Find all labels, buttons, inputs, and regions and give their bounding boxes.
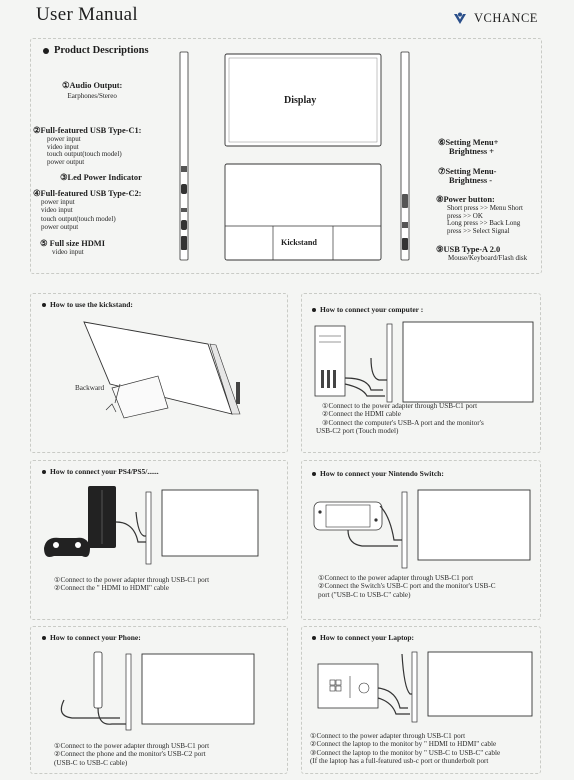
desc-title: ⑧Power button:	[436, 195, 495, 204]
desc-line: touch output(touch model)	[41, 215, 116, 224]
phone-step: ①Connect to the power adapter through US…	[54, 742, 210, 750]
laptop-panel	[301, 626, 541, 774]
computer-step: ②Connect the HDMI cable	[322, 410, 401, 419]
desc-title: ⑦Setting Menu-	[438, 167, 497, 176]
desc-line: video input	[47, 142, 79, 151]
computer-step: ①Connect to the power adapter through US…	[322, 402, 478, 410]
desc-line: Short press >> Menu Short	[447, 203, 523, 212]
desc-title: ⑨USB Type-A 2.0	[436, 245, 501, 254]
laptop-illustration	[317, 651, 533, 723]
desc-line: video input	[41, 205, 73, 214]
ps-illustration	[44, 486, 259, 565]
desc-line: power input	[41, 197, 75, 206]
switch-illustration	[313, 489, 531, 569]
desc-title: ⑥Setting Menu+	[438, 138, 499, 147]
switch-panel	[301, 460, 541, 620]
computer-panel	[301, 293, 541, 453]
switch-step: port ("USB-C to USB-C" cable)	[318, 590, 411, 599]
desc-line: power input	[47, 134, 81, 143]
computer-illustration	[314, 321, 534, 403]
ps-steps: ①Connect to the power adapter through US…	[54, 576, 209, 593]
kickstand-panel	[30, 293, 288, 453]
laptop-title: How to connect your Laptop:	[320, 633, 415, 642]
product-descriptions-heading: Product Descriptions	[43, 45, 149, 56]
desc-line: Long press >> Back Long	[447, 219, 521, 228]
kickstand-backward-label: Backward	[75, 384, 105, 392]
computer-title: How to connect your computer :	[320, 305, 424, 314]
kickstand-title: How to use the kickstand:	[50, 300, 133, 309]
desc-usb-a: ⑨USB Type-A 2.0 Mouse/Keyboard/Flash dis…	[436, 245, 528, 263]
desc-line: power output	[41, 223, 79, 232]
desc-menu-minus: ⑦Setting Menu- Brightness -	[438, 167, 497, 186]
desc-line: Mouse/Keyboard/Flash disk	[448, 253, 528, 262]
ps-panel	[30, 460, 288, 620]
display-label: Display	[284, 95, 317, 106]
product-descriptions-panel	[30, 38, 542, 274]
desc-power-button: ⑧Power button: Short press >> Menu Short…	[436, 195, 523, 236]
desc-line: press >> Select Signal	[447, 227, 510, 236]
switch-steps: ①Connect to the power adapter through US…	[318, 574, 496, 599]
ps-step: ①Connect to the power adapter through US…	[54, 576, 210, 584]
switch-title: How to connect your Nintendo Switch:	[320, 469, 444, 478]
phone-heading: How to connect your Phone:	[42, 633, 141, 642]
computer-heading: How to connect your computer :	[312, 305, 423, 314]
phone-steps: ①Connect to the power adapter through US…	[54, 742, 209, 767]
kickstand-illustration	[83, 321, 241, 419]
switch-heading: How to connect your Nintendo Switch:	[312, 469, 444, 478]
kickstand-label: Kickstand	[281, 238, 317, 247]
brand: VCHANCE	[452, 10, 538, 26]
brand-name: VCHANCE	[474, 10, 538, 25]
desc-menu-plus: ⑥Setting Menu+ Brightness +	[438, 138, 499, 157]
phone-step: ②Connect the phone and the monitor's USB…	[54, 750, 206, 759]
computer-step: ③Connect the computer's USB-A port and t…	[322, 418, 484, 427]
phone-title: How to connect your Phone:	[50, 633, 141, 642]
bullet-icon	[42, 302, 46, 307]
desc-title-2: Brightness +	[449, 146, 495, 156]
desc-title: ④Full-featured USB Type-C2:	[33, 189, 142, 198]
desc-title: ⑤ Full size HDMI	[40, 239, 105, 248]
laptop-steps: ①Connect to the power adapter through US…	[310, 732, 500, 766]
desc-title-2: Brightness -	[449, 175, 493, 185]
switch-step: ②Connect the Switch's USB-C port and the…	[318, 582, 496, 591]
switch-step: ①Connect to the power adapter through US…	[318, 574, 474, 582]
bullet-icon	[43, 47, 49, 54]
bullet-icon	[312, 471, 316, 476]
laptop-step: (If the laptop has a full-featured usb-c…	[310, 757, 489, 766]
computer-step: USB-C2 port (Touch model)	[316, 427, 399, 436]
kickstand-heading: How to use the kickstand:	[42, 300, 133, 309]
desc-hdmi: ⑤ Full size HDMI video input	[40, 239, 105, 257]
desc-usb-c2: ④Full-featured USB Type-C2: power input …	[33, 189, 142, 232]
desc-line: power output	[47, 158, 85, 167]
desc-title: ①Audio Output:	[62, 81, 123, 90]
desc-line: touch output(touch model)	[47, 150, 122, 159]
product-diagram	[179, 51, 410, 261]
desc-line: Earphones/Stereo	[67, 91, 117, 100]
ps-step: ②Connect the " HDMI to HDMI" cable	[54, 584, 169, 593]
desc-audio-output: ①Audio Output: Earphones/Stereo	[62, 81, 123, 101]
computer-steps: ①Connect to the power adapter through US…	[316, 402, 484, 436]
product-descriptions-title: Product Descriptions	[54, 45, 149, 56]
phone-step: (USB-C to USB-C cable)	[54, 758, 128, 767]
vchance-logo-icon	[454, 12, 466, 24]
laptop-step: ①Connect to the power adapter through US…	[310, 732, 466, 740]
bullet-icon	[312, 307, 316, 312]
desc-title: ②Full-featured USB Type-C1:	[33, 126, 142, 135]
desc-line: video input	[52, 247, 84, 256]
ps-heading: How to connect your PS4/PS5/......	[42, 467, 159, 476]
phone-panel	[30, 626, 288, 774]
desc-led-indicator: ③Led Power Indicator	[60, 173, 142, 182]
bullet-icon	[312, 635, 316, 640]
page-title: User Manual	[36, 4, 138, 25]
laptop-step: ②Connect the laptop to the monitor by " …	[310, 740, 497, 749]
laptop-heading: How to connect your Laptop:	[312, 633, 414, 642]
phone-illustration	[60, 651, 255, 731]
ps-title: How to connect your PS4/PS5/......	[50, 467, 159, 476]
desc-usb-c1: ②Full-featured USB Type-C1: power input …	[33, 126, 142, 167]
bullet-icon	[42, 635, 46, 640]
bullet-icon	[42, 469, 46, 474]
laptop-step: ③Connect the laptop to the monitor by " …	[310, 748, 501, 757]
desc-line: press >> OK	[447, 211, 483, 220]
